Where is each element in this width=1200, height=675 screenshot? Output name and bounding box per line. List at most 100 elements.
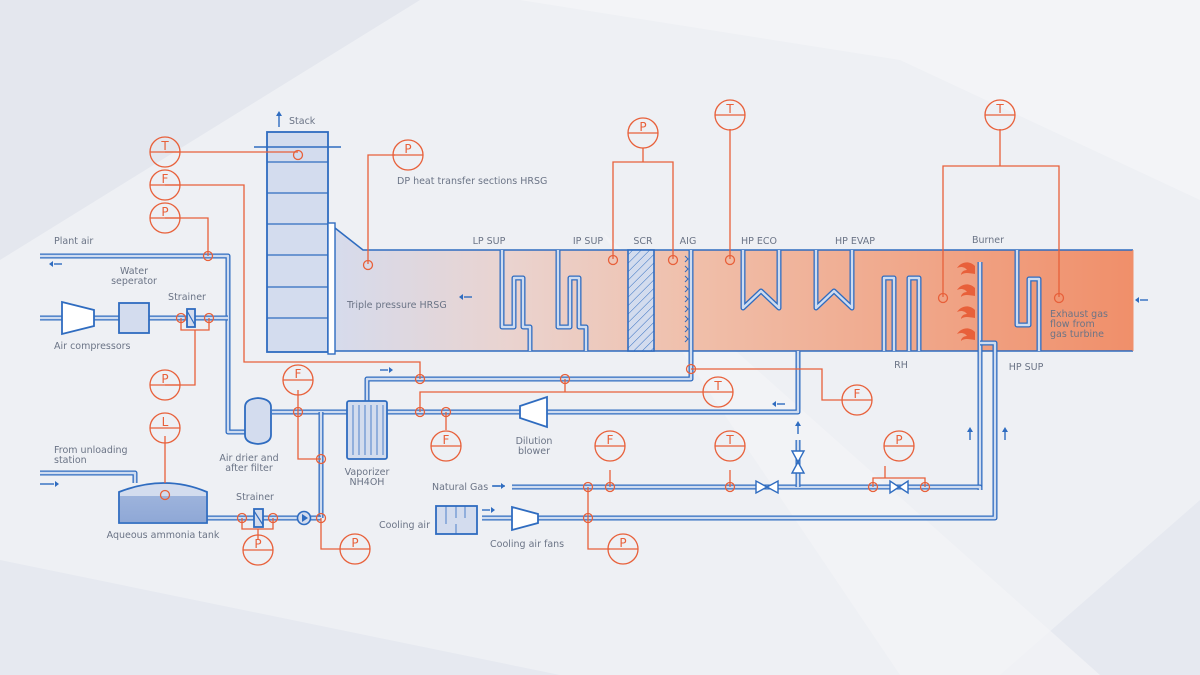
- instrument-strainer-dp-ammonia[interactable]: P: [242, 534, 274, 566]
- scr-catalyst: [627, 249, 655, 352]
- dilution-blower: [519, 395, 548, 429]
- instrument-letter: P: [351, 536, 358, 550]
- instrument-air-flow[interactable]: F: [149, 169, 181, 201]
- instrument-scr-dp[interactable]: P: [627, 117, 659, 149]
- instrument-gas-flow[interactable]: F: [594, 430, 626, 462]
- instrument-gas-valve-dp[interactable]: P: [883, 430, 915, 462]
- label-dp-heat-transfer: DP heat transfer sections HRSG: [397, 176, 547, 187]
- label-cooling-air-fans: Cooling air fans: [490, 539, 564, 550]
- instrument-letter: P: [254, 537, 261, 551]
- label-water-separator-2: seperator: [111, 276, 157, 287]
- label-from-unloading-2: station: [54, 455, 87, 466]
- ammonia-tank: [118, 482, 208, 524]
- aig-grid: [684, 250, 694, 372]
- instrument-hp-eco-temp[interactable]: T: [714, 99, 746, 131]
- ip-sup-coil: [555, 250, 589, 351]
- instrument-letter: F: [443, 433, 450, 447]
- instrument-letter: T: [713, 379, 722, 393]
- label-ip-sup: IP SUP: [573, 236, 604, 247]
- instrument-letter: T: [995, 102, 1004, 116]
- label-strainer-air: Strainer: [168, 292, 206, 303]
- label-water-separator: Water: [120, 266, 148, 277]
- label-exhaust-gas-3: gas turbine: [1050, 329, 1104, 340]
- pump-icon: [296, 510, 312, 526]
- label-stack: Stack: [289, 116, 316, 127]
- instrument-stack-temp[interactable]: T: [149, 136, 181, 168]
- label-lp-sup: LP SUP: [473, 236, 506, 247]
- label-triple-pressure-hrsg: Triple pressure HRSG: [346, 300, 447, 311]
- gas-valve-icon: [755, 479, 779, 495]
- instrument-letter: T: [725, 433, 734, 447]
- instrument-letter: L: [162, 415, 169, 429]
- label-burner: Burner: [972, 235, 1004, 246]
- lp-sup-coil: [499, 250, 533, 351]
- instrument-strainer-dp-air[interactable]: P: [149, 369, 181, 401]
- cooling-air-filter: [435, 505, 478, 535]
- water-separator: [118, 302, 150, 334]
- instrument-letter: P: [161, 205, 168, 219]
- label-hp-evap: HP EVAP: [835, 236, 875, 247]
- instrument-dilution-temp[interactable]: T: [702, 376, 734, 408]
- instrument-pump-pressure[interactable]: P: [339, 533, 371, 565]
- label-cooling-air: Cooling air: [379, 520, 430, 531]
- instrument-letter: P: [619, 536, 626, 550]
- label-from-unloading: From unloading: [54, 445, 128, 456]
- control-valve-icon: [889, 479, 909, 495]
- label-vaporizer-2: NH4OH: [350, 477, 385, 488]
- flame-icon: [957, 262, 975, 341]
- hp-sup-coil: [1014, 250, 1042, 351]
- label-aqueous-tank: Aqueous ammonia tank: [107, 530, 220, 541]
- label-strainer-ammonia: Strainer: [236, 492, 274, 503]
- label-aig: AIG: [680, 236, 697, 247]
- label-plant-air: Plant air: [54, 236, 93, 247]
- hrsg-duct: [334, 227, 1134, 352]
- label-air-drier: Air drier and: [219, 453, 278, 464]
- instrument-letter: F: [854, 387, 861, 401]
- instrument-tank-level[interactable]: L: [149, 412, 181, 444]
- instrument-letter: P: [161, 372, 168, 386]
- instrument-letter: F: [162, 172, 169, 186]
- label-scr: SCR: [633, 236, 653, 247]
- instrument-letter: P: [639, 120, 646, 134]
- hp-evap-coil: [813, 250, 855, 311]
- label-natural-gas: Natural Gas: [432, 482, 488, 493]
- instrument-burner-temp[interactable]: T: [984, 99, 1016, 131]
- instrument-letter: F: [295, 367, 302, 381]
- label-exhaust-gas-2: flow from: [1050, 319, 1095, 330]
- label-hp-sup: HP SUP: [1009, 362, 1044, 373]
- instrument-letter: P: [404, 142, 411, 156]
- air-drier: [244, 397, 272, 445]
- label-exhaust-gas: Exhaust gas: [1050, 309, 1108, 320]
- vaporizer: [346, 400, 388, 460]
- instrument-cooling-air-pressure[interactable]: P: [607, 533, 639, 565]
- instrument-plant-air-pressure[interactable]: P: [149, 202, 181, 234]
- air-compressor: [61, 300, 95, 336]
- label-dilution-blower: Dilution: [516, 436, 553, 447]
- air-strainer: [186, 308, 196, 328]
- label-hp-eco: HP ECO: [741, 236, 777, 247]
- instrument-letter: F: [607, 433, 614, 447]
- label-vaporizer: Vaporizer: [345, 467, 390, 478]
- stack: [254, 111, 341, 355]
- tap-points: [159, 149, 1065, 524]
- label-air-compressors: Air compressors: [54, 341, 131, 352]
- cooling-air-fan: [511, 505, 539, 532]
- instrument-letter: P: [895, 433, 902, 447]
- label-dilution-blower-2: blower: [518, 446, 550, 457]
- instrument-aig-flow[interactable]: F: [841, 384, 873, 416]
- ammonia-strainer: [253, 508, 264, 528]
- instrument-dp-hrsg[interactable]: P: [392, 139, 424, 171]
- hp-eco-coil: [740, 250, 782, 311]
- label-air-drier-2: after filter: [225, 463, 273, 474]
- burner: [957, 262, 983, 490]
- instrument-letter: T: [160, 139, 169, 153]
- reheater-coil: [881, 275, 922, 351]
- instrument-dilution-flow[interactable]: F: [430, 430, 462, 462]
- instrument-gas-temp[interactable]: T: [714, 430, 746, 462]
- instrument-ammonia-flow[interactable]: F: [282, 364, 314, 396]
- label-rh: RH: [894, 360, 908, 371]
- instrument-letter: T: [725, 102, 734, 116]
- labels: Stack DP heat transfer sections HRSG Pla…: [54, 116, 1108, 550]
